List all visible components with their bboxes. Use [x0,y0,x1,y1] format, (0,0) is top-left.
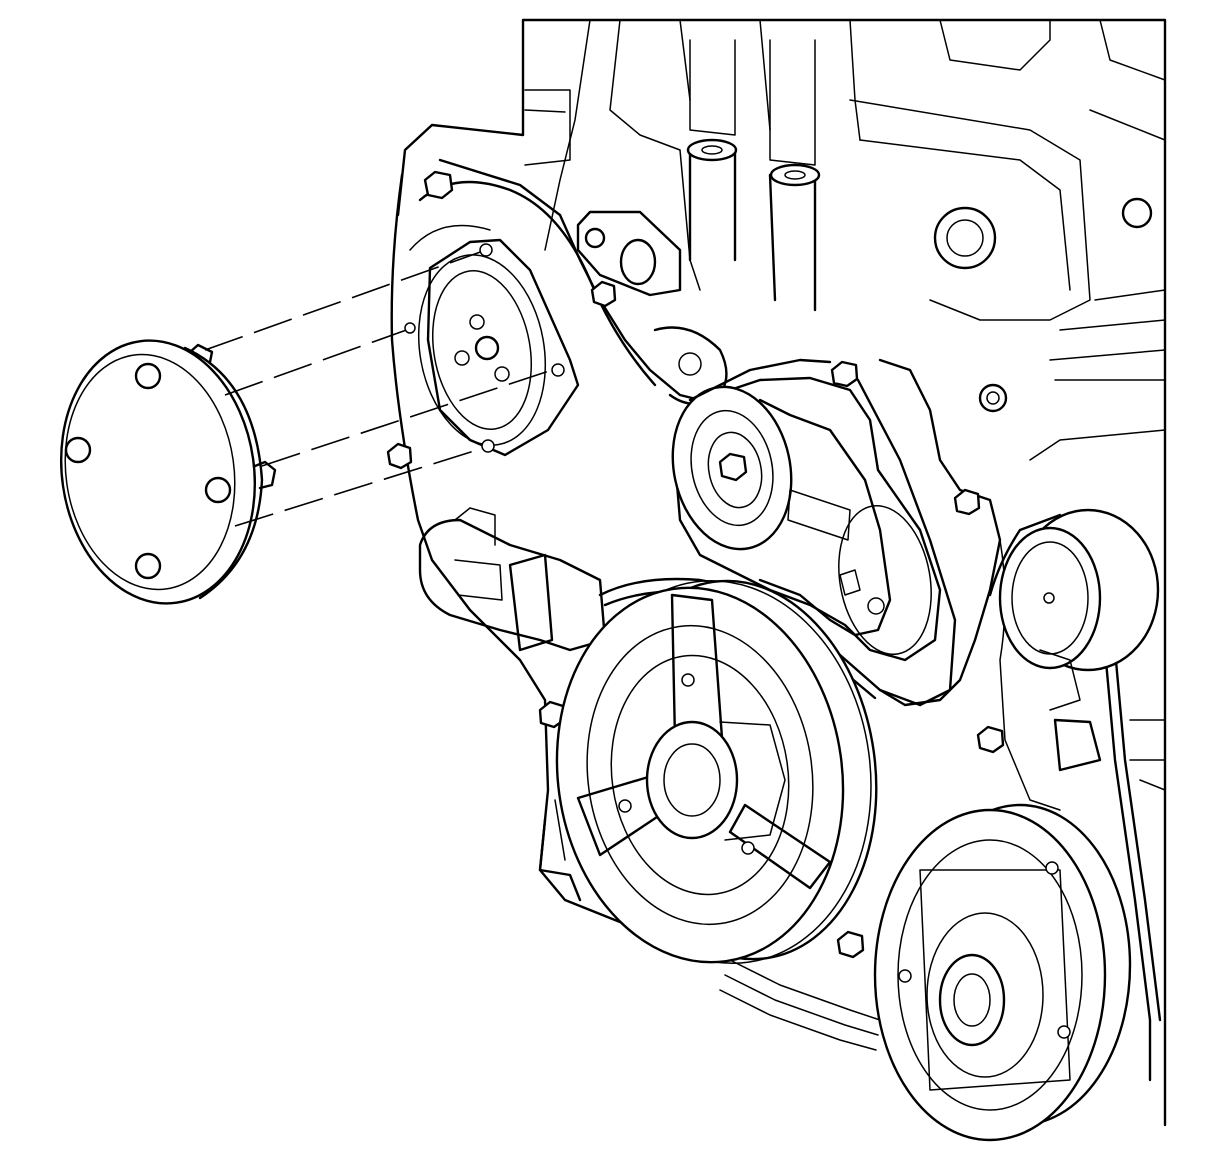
plate-bolt-hole-right [204,476,232,504]
crankshaft-pulley [555,579,878,964]
plate-bolt-hole-top [134,362,162,390]
engine-bracket [576,210,682,297]
alternator-bracket [1039,649,1166,791]
cylinder-head [396,18,1167,1127]
oil-pan-edge [538,799,582,902]
exploded-cover-plate [59,339,277,605]
idler-pulley [998,508,1160,672]
filler-cap [933,197,1153,270]
valve-cover-ribs [524,39,821,312]
camshaft-hub [404,238,580,457]
belt-tensioner [671,376,942,662]
plate-bolt-hole-bottom [134,552,162,580]
plate-bolt-hole-left [64,436,92,464]
mounting-bolts [386,170,1008,959]
coolant-pipe [418,507,607,652]
accessory-pulley-lower [873,803,1132,1142]
alignment-dashed-lines [204,249,559,527]
